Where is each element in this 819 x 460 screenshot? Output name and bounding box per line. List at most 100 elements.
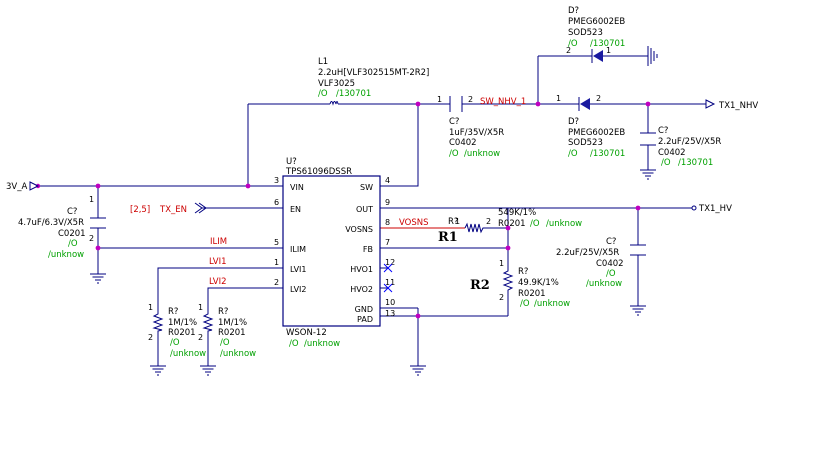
ic-value: TPS61096DSSR (285, 167, 352, 177)
port-tx-en[interactable]: [2,5] TX_EN (130, 202, 207, 215)
ground-symbol-input (89, 273, 107, 284)
pin-name-hvo1: HVO1 (350, 265, 373, 274)
net-label-lvi2: LVI2 (209, 277, 227, 287)
l1-package: VLF3025 (318, 79, 355, 89)
c-nhv-code: /130701 (678, 158, 713, 168)
diode-mid[interactable]: 1 2 D? PMEG6002EB SOD523 /O /130701 (556, 94, 625, 159)
c-in-ref: C? (67, 207, 77, 217)
c-in-pin1: 1 (89, 195, 94, 204)
ic-code: /unknow (304, 339, 340, 349)
net-label-lvi1: LVI1 (209, 257, 227, 267)
resistor-r1[interactable]: 1 2 R? 549K/1% R0201 /O /unknow R1 (438, 208, 582, 245)
pin-name-ilim: ILIM (290, 245, 306, 254)
pin-num-9: 9 (385, 198, 390, 207)
r-lvi2-ref: R? (218, 307, 228, 317)
capacitor-input[interactable]: 1 2 C? 4.7uF/6.3V/X5R C0201 /O /unknow (18, 195, 106, 260)
r-lvi2-pin2: 2 (198, 333, 203, 342)
net-label-sw-nhv: SW_NHV_1 (480, 97, 526, 107)
d-mid-attr: /O (568, 149, 578, 159)
pin-name-gnd: GND (355, 305, 373, 314)
r1-annotation: R1 (438, 230, 458, 245)
ground-symbol-nhv (639, 169, 657, 180)
inductor-l1[interactable]: L1 2.2uH[VLF302515MT-2R2] VLF3025 /O /13… (318, 57, 429, 106)
port-tx1-hv[interactable]: TX1_HV (691, 204, 732, 214)
capacitor-boost[interactable]: 1 2 C? 1uF/35V/X5R C0402 /O /unknow (437, 95, 504, 159)
r-lvi1-pin2: 2 (148, 333, 153, 342)
r-lvi2-pin1: 1 (198, 303, 203, 312)
pin-name-hvo2: HVO2 (350, 285, 373, 294)
en-sheet-ref: [2,5] (130, 205, 150, 215)
pin-num-4: 4 (385, 176, 390, 185)
ic-package: WSON-12 (286, 328, 327, 338)
r2-code: /unknow (534, 299, 570, 309)
pin-name-vosns: VOSNS (345, 225, 373, 234)
net-label-tx1-hv: TX1_HV (698, 204, 732, 214)
pin-num-12: 12 (385, 258, 395, 267)
pin-num-3: 3 (274, 176, 279, 185)
r-lvi1-attr: /O (170, 338, 180, 348)
r-lvi2-attr: /O (220, 338, 230, 348)
r1-pin1: 1 (455, 217, 460, 226)
d-top-code: /130701 (590, 39, 625, 49)
pin-num-2: 2 (274, 278, 279, 287)
c-hv-attr: /O (606, 269, 616, 279)
wires (38, 55, 706, 366)
r2-annotation: R2 (470, 278, 490, 293)
d-mid-code: /130701 (590, 149, 625, 159)
r2-pin1: 1 (499, 259, 504, 268)
d-mid-pin2: 2 (596, 94, 601, 103)
d-mid-value: PMEG6002EB (568, 128, 625, 138)
net-label-3v-a: 3V_A (6, 182, 27, 192)
pin-num-10: 10 (385, 298, 395, 307)
no-connect-hvo2 (383, 283, 393, 293)
pin-name-en: EN (290, 205, 301, 214)
l1-value: 2.2uH[VLF302515MT-2R2] (318, 68, 429, 78)
c-boost-ref: C? (449, 117, 459, 127)
port-tx1-nhv[interactable]: TX1_NHV (705, 99, 758, 111)
port-3v-a[interactable]: 3V_A (6, 181, 40, 192)
c-in-pin2: 2 (89, 234, 94, 243)
r-lvi2-package: R0201 (218, 328, 246, 338)
r-lvi1-pin1: 1 (148, 303, 153, 312)
r1-attr: /O (530, 219, 540, 229)
resistor-lvi2[interactable]: 1 2 R? 1M/1% R0201 /O /unknow (198, 303, 256, 359)
pin-num-6: 6 (274, 198, 279, 207)
ic-tps61096[interactable]: U? TPS61096DSSR WSON-12 /O /unknow VIN E… (274, 157, 395, 349)
d-top-pin1: 1 (606, 46, 611, 55)
c-boost-pin2: 2 (468, 95, 473, 104)
net-label-tx-en: TX_EN (159, 205, 187, 215)
l1-ref: L1 (318, 57, 328, 67)
c-nhv-attr: /O (661, 158, 671, 168)
c-nhv-value: 2.2uF/25V/X5R (658, 137, 721, 147)
capacitor-nhv[interactable]: C? 2.2uF/25V/X5R C0402 /O /130701 (640, 126, 721, 168)
r1-value: 549K/1% (498, 208, 536, 218)
d-top-attr: /O (568, 39, 578, 49)
pin-num-7: 7 (385, 238, 390, 247)
r1-code: /unknow (546, 219, 582, 229)
no-connect-hvo1 (383, 263, 393, 273)
diode-top[interactable]: 2 1 D? PMEG6002EB SOD523 /O /130701 (566, 6, 625, 63)
pin-name-pad: PAD (357, 315, 373, 324)
net-label-tx1-nhv: TX1_NHV (718, 101, 758, 111)
c-boost-pin1: 1 (437, 95, 442, 104)
c-nhv-ref: C? (658, 126, 668, 136)
d-top-value: PMEG6002EB (568, 17, 625, 27)
pin-num-11: 11 (385, 278, 395, 287)
pin-name-lvi1: LVI1 (290, 265, 307, 274)
ground-symbol-ic (409, 365, 427, 376)
resistor-r2[interactable]: 1 2 R? 49.9K/1% R0201 /O /unknow R2 (470, 259, 570, 309)
c-in-value: 4.7uF/6.3V/X5R (18, 218, 84, 228)
ic-attr: /O (289, 339, 299, 349)
pin-name-fb: FB (363, 245, 373, 254)
ground-symbol-top-right (647, 46, 658, 66)
r-lvi1-value: 1M/1% (168, 318, 197, 328)
c-hv-ref: C? (606, 237, 616, 247)
resistor-lvi1[interactable]: 1 2 R? 1M/1% R0201 /O /unknow (148, 303, 206, 359)
junctions (35, 101, 651, 319)
r-lvi1-package: R0201 (168, 328, 196, 338)
ground-symbol-lvi1 (149, 365, 167, 376)
pin-name-out: OUT (356, 205, 373, 214)
r2-package: R0201 (518, 289, 546, 299)
capacitor-hv[interactable]: C? 2.2uF/25V/X5R C0402 /O /unknow (556, 237, 646, 289)
